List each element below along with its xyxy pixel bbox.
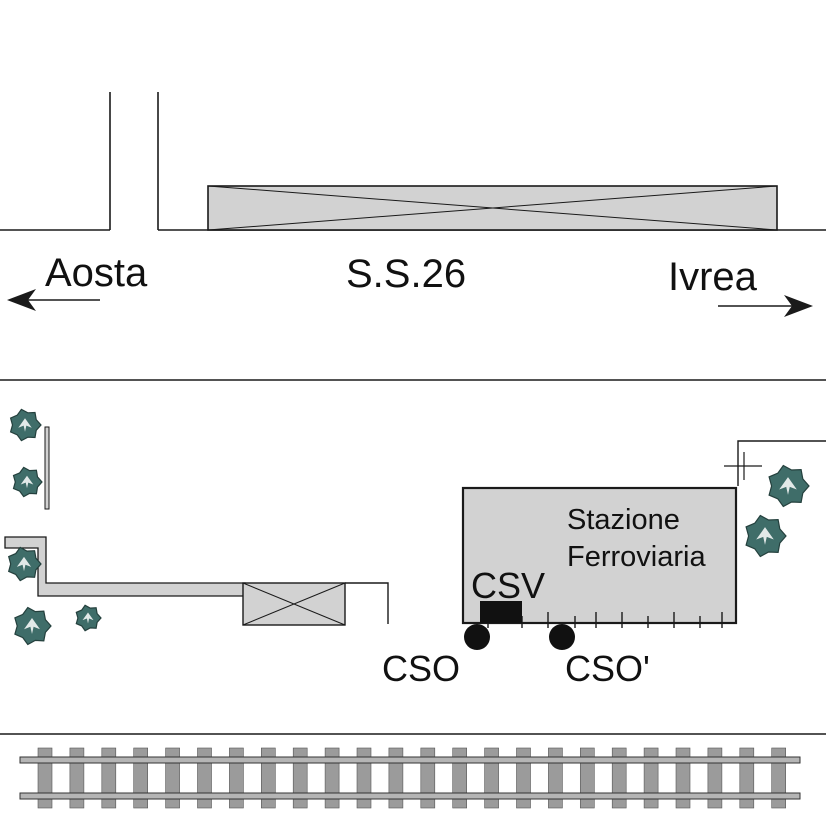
station-building xyxy=(461,486,738,625)
label-station-line2: Ferroviaria xyxy=(567,541,706,573)
csv-sensor xyxy=(480,601,522,623)
railway-track xyxy=(19,747,801,809)
small-building xyxy=(242,582,346,626)
label-station-line1: Stazione xyxy=(567,504,680,536)
station-fence xyxy=(737,440,826,486)
tree-icon xyxy=(9,408,42,442)
label-cso: CSO xyxy=(382,648,460,689)
tree-icon xyxy=(75,604,102,632)
label-aosta: Aosta xyxy=(45,251,148,295)
arrow-right-icon xyxy=(718,295,813,317)
fence-post xyxy=(44,426,50,510)
lshaped-wall xyxy=(4,536,246,597)
station-fence-cross xyxy=(724,452,762,480)
label-ivrea: Ivrea xyxy=(668,255,758,299)
tree-icon xyxy=(7,546,42,582)
label-road: S.S.26 xyxy=(346,252,466,296)
label-cso-prime: CSO' xyxy=(565,648,650,689)
tree-icon xyxy=(768,464,810,508)
tree-icon xyxy=(745,514,787,558)
cso-prime-sensor xyxy=(549,624,575,650)
roadside-building-cross-b xyxy=(207,185,778,231)
cso-sensor xyxy=(464,624,490,650)
tree-icon xyxy=(14,606,52,646)
trees xyxy=(7,408,810,646)
label-csv: CSV xyxy=(471,565,545,606)
small-building-fence xyxy=(345,582,389,624)
roadside-building xyxy=(207,185,778,231)
arrow-left-icon xyxy=(7,289,100,311)
tree-icon xyxy=(12,466,43,498)
